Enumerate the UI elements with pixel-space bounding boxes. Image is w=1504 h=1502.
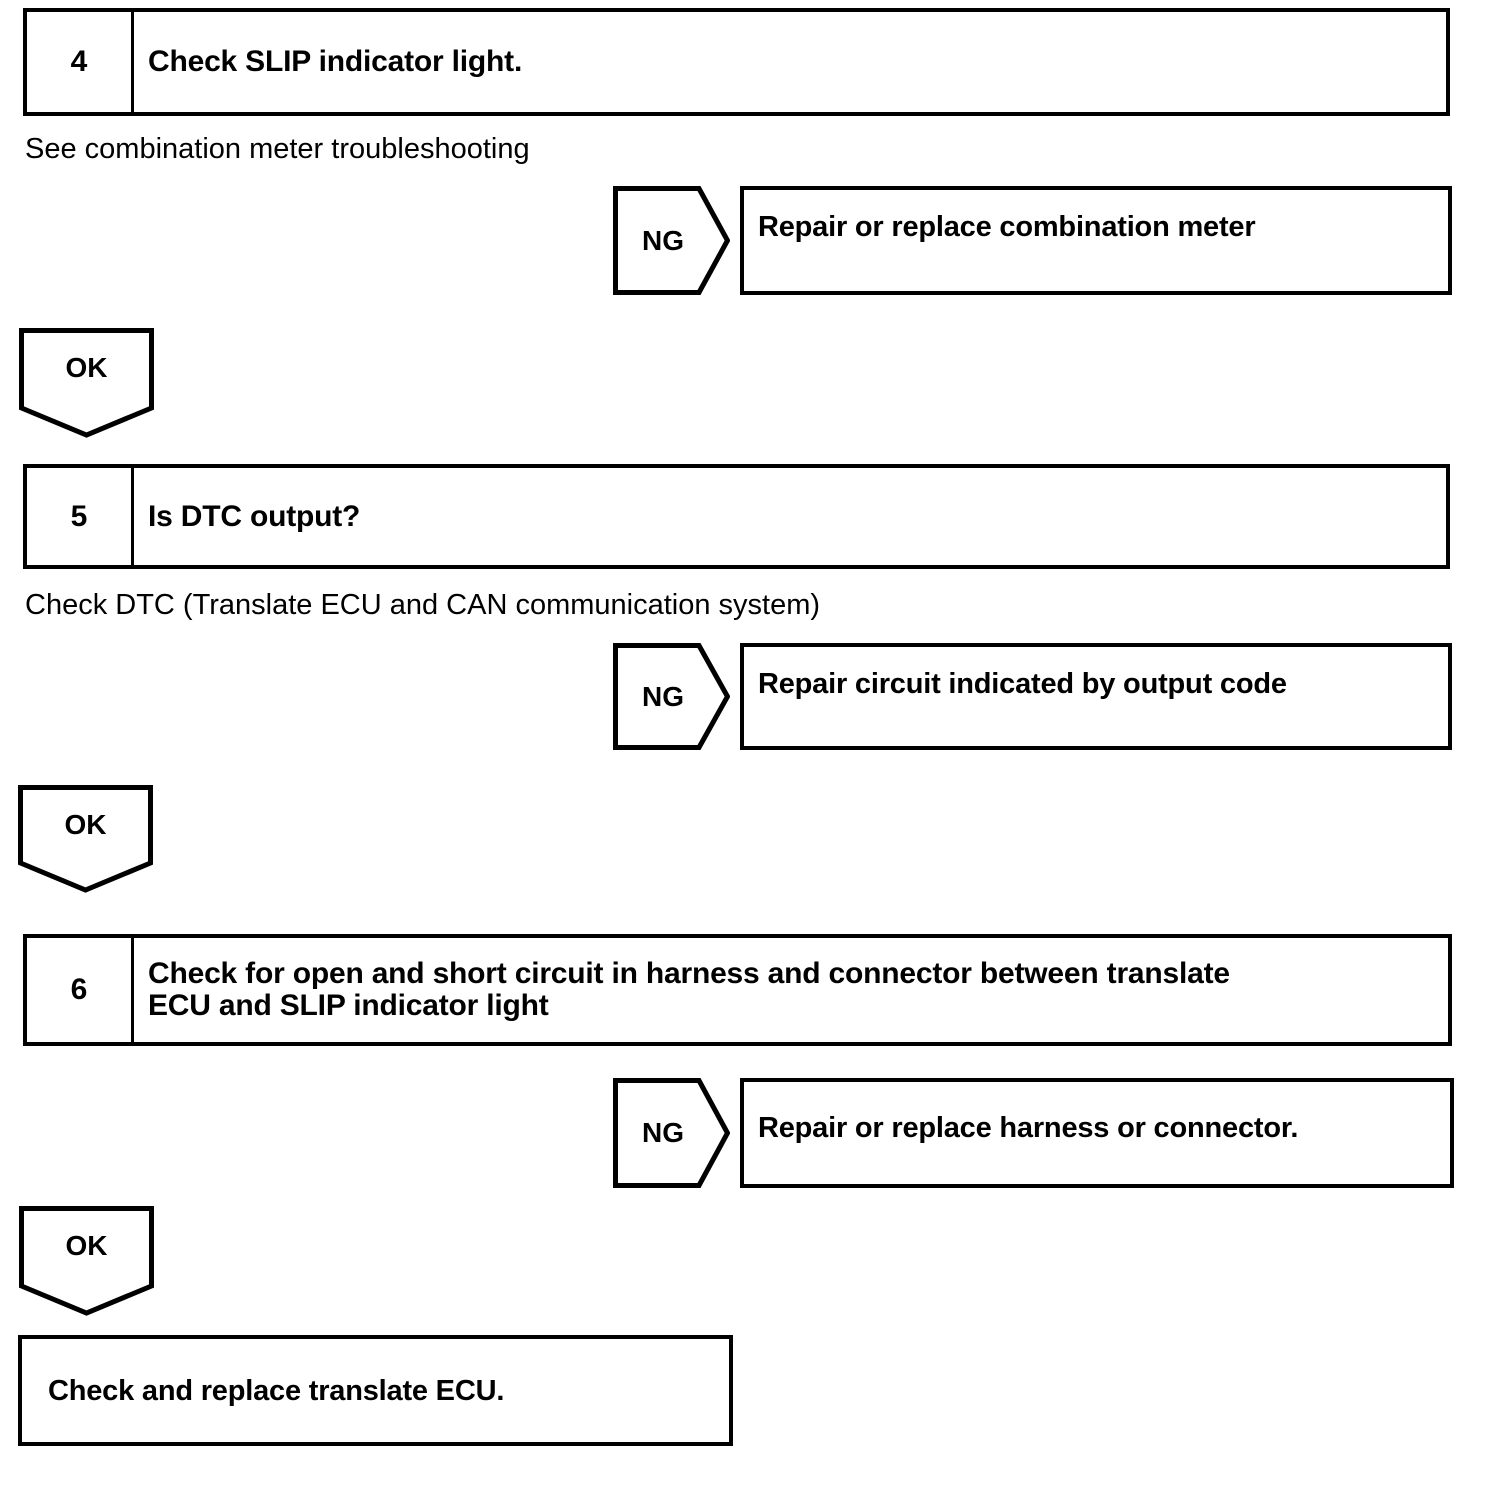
ng-arrow-3-shape <box>613 1078 730 1188</box>
ng-action-box-1: Repair or replace combination meter <box>740 186 1452 295</box>
step-6-number: 6 <box>27 938 134 1042</box>
ng-arrow-1: NG <box>613 186 730 295</box>
step-4-number: 4 <box>27 12 134 112</box>
ok-arrow-3-label: OK <box>65 1230 108 1261</box>
ng-arrow-1-shape <box>613 186 730 295</box>
step-6-title-cell: Check for open and short circuit in harn… <box>134 938 1448 1042</box>
step-5-number: 5 <box>27 468 134 565</box>
ok-arrow-2: OK <box>18 785 153 893</box>
ng-action-text-2: Repair circuit indicated by output code <box>758 668 1287 700</box>
ng-arrow-3: NG <box>613 1078 730 1188</box>
ng-action-text-1: Repair or replace combination meter <box>758 211 1256 243</box>
step-5-box: 5 Is DTC output? <box>23 464 1450 569</box>
ok-arrow-3-shape <box>19 1206 154 1316</box>
final-action-text: Check and replace translate ECU. <box>48 1374 505 1407</box>
step-5-title: Is DTC output? <box>148 499 361 533</box>
step-5-title-cell: Is DTC output? <box>134 468 1446 565</box>
ok-arrow-1: OK <box>19 328 154 438</box>
step-4-box: 4 Check SLIP indicator light. <box>23 8 1450 116</box>
ok-arrow-3: OK <box>19 1206 154 1316</box>
ng-action-box-2: Repair circuit indicated by output code <box>740 643 1452 750</box>
ok-arrow-1-shape <box>19 328 154 438</box>
step-4-title: Check SLIP indicator light. <box>148 45 523 78</box>
step-6-box: 6 Check for open and short circuit in ha… <box>23 934 1452 1046</box>
ng-action-text-3: Repair or replace harness or connector. <box>758 1112 1299 1144</box>
ng-arrow-1-label: NG <box>642 224 684 256</box>
step-5-note: Check DTC (Translate ECU and CAN communi… <box>25 589 821 621</box>
ng-arrow-3-label: NG <box>642 1117 684 1148</box>
ng-arrow-2: NG <box>613 643 730 750</box>
step-4-title-cell: Check SLIP indicator light. <box>134 12 1446 112</box>
step-4-note: See combination meter troubleshooting <box>25 133 530 165</box>
final-action-box: Check and replace translate ECU. <box>18 1335 733 1446</box>
ng-arrow-2-label: NG <box>642 680 684 712</box>
ok-arrow-2-label: OK <box>64 809 107 840</box>
ok-arrow-2-shape <box>18 785 153 893</box>
ng-action-box-3: Repair or replace harness or connector. <box>740 1078 1454 1188</box>
step-6-title: Check for open and short circuit in harn… <box>148 957 1230 1022</box>
ok-arrow-1-label: OK <box>65 352 108 383</box>
ng-arrow-2-shape <box>613 643 730 750</box>
